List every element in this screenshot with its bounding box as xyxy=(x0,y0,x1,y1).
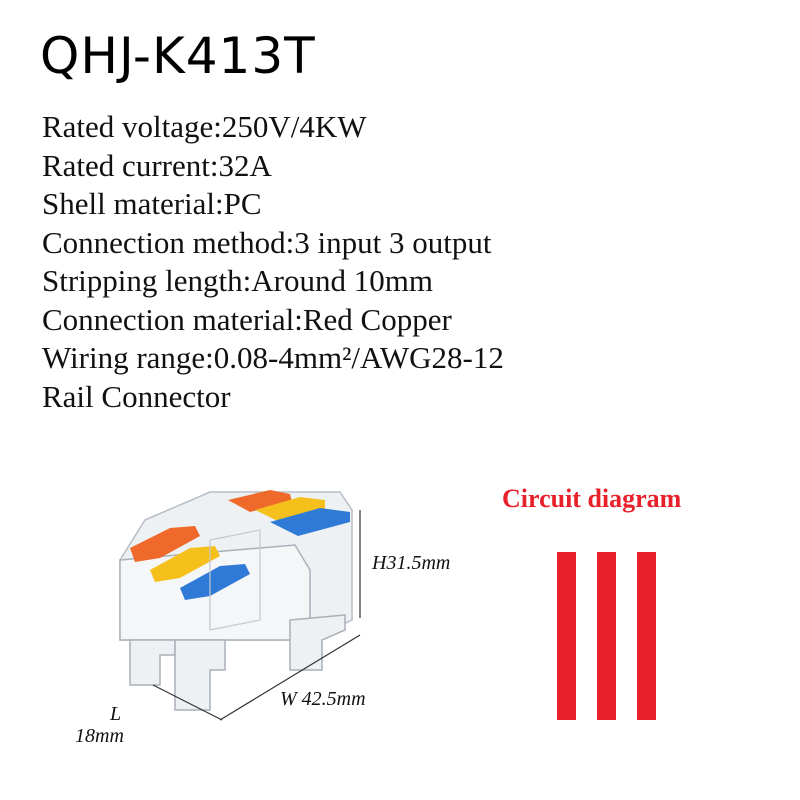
circuit-line-1 xyxy=(557,552,576,720)
lever-back-blue xyxy=(270,508,350,536)
product-title: QHJ-K413T xyxy=(40,27,316,85)
length-dimension-line xyxy=(152,684,223,721)
circuit-diagram-title: Circuit diagram xyxy=(502,484,682,513)
spec-list: Rated voltage:250V/4KW Rated current:32A… xyxy=(42,108,504,416)
width-label: W 42.5mm xyxy=(280,688,366,710)
spec-wiring-range: Wiring range:0.08-4mm²/AWG28-12 xyxy=(42,340,504,375)
circuit-diagram xyxy=(557,552,657,720)
rail-clip-left xyxy=(129,639,176,686)
housing-divider xyxy=(209,529,261,631)
length-letter: L xyxy=(110,703,122,725)
rail-clip-right xyxy=(289,614,346,671)
lever-back-yellow xyxy=(255,497,325,522)
spec-rated-current: Rated current:32A xyxy=(42,147,272,183)
circuit-line-3 xyxy=(637,552,656,720)
rail-clip-middle xyxy=(174,639,226,711)
spec-rated-voltage: Rated voltage:250V/4KW xyxy=(42,109,367,144)
connector-figure: H31.5mm W 42.5mm L 18mm xyxy=(60,470,500,760)
length-value: 18mm xyxy=(75,725,124,747)
lever-back-orange xyxy=(228,490,292,512)
lever-front-blue xyxy=(180,564,250,600)
connector-illustration xyxy=(119,490,361,721)
lever-front-orange xyxy=(130,526,200,562)
spec-rail-connector: Rail Connector xyxy=(42,378,231,414)
lever-front-yellow xyxy=(150,546,220,582)
height-label: H31.5mm xyxy=(372,552,451,574)
spec-shell-material: Shell material:PC xyxy=(42,186,262,221)
circuit-line-2 xyxy=(597,552,616,720)
spec-connection-material: Connection material:Red Copper xyxy=(42,301,452,337)
spec-connection-method: Connection method:3 input 3 output xyxy=(42,224,492,260)
spec-stripping-length: Stripping length:Around 10mm xyxy=(42,263,433,298)
width-dimension-line xyxy=(219,634,361,721)
